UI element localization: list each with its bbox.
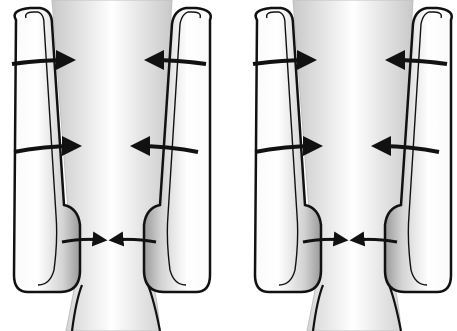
left-panel (12, 0, 211, 331)
right-panel (253, 0, 452, 331)
